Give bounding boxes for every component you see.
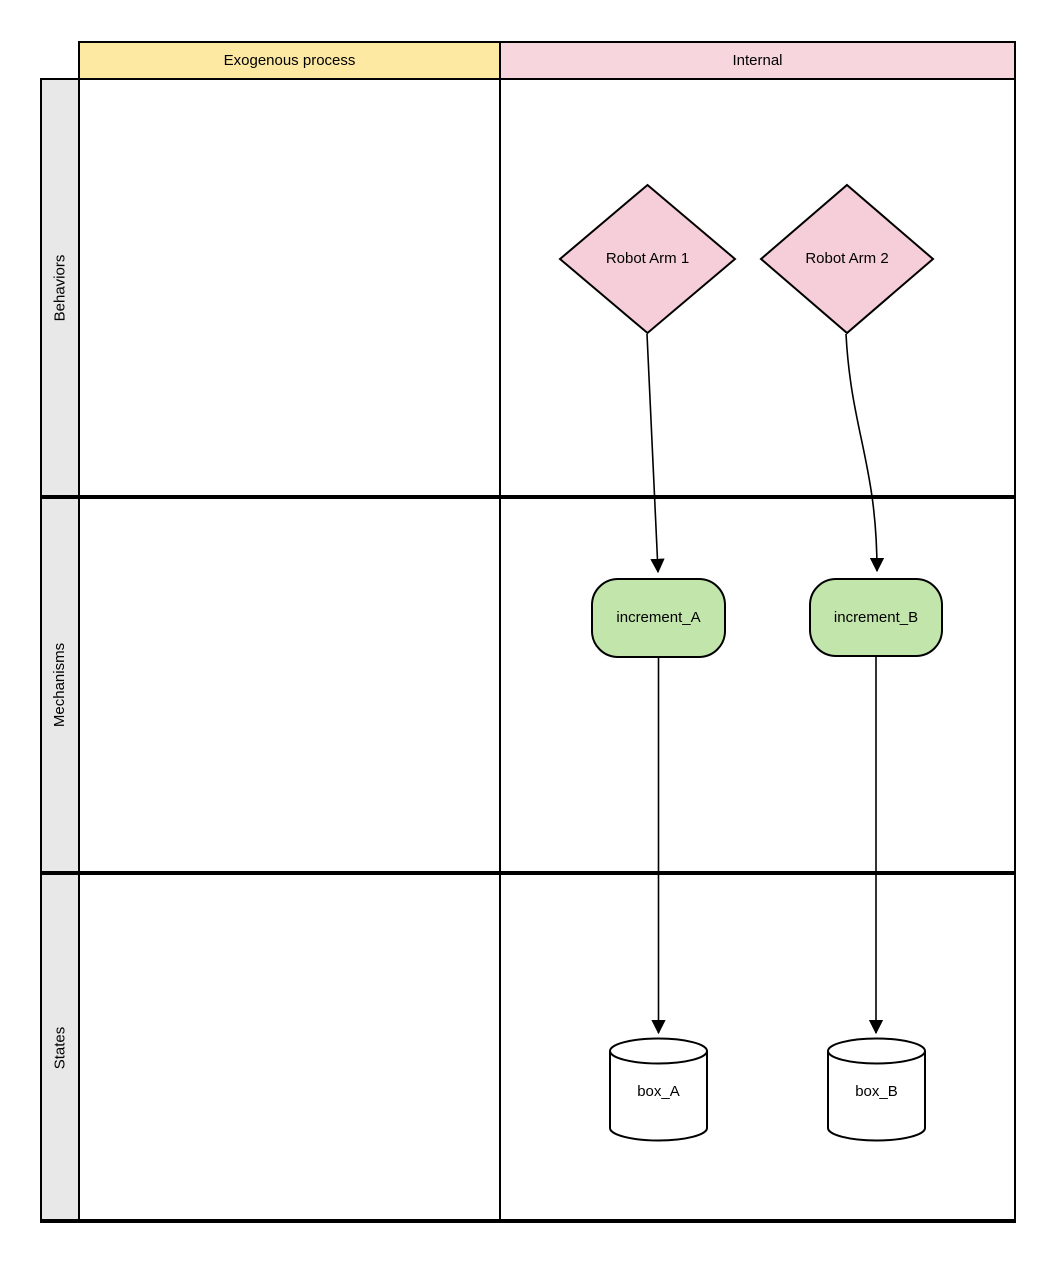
lane-divider-lines — [41, 495, 1015, 1223]
node-increment-b-shape — [809, 578, 943, 657]
node-increment-a-shape — [591, 578, 726, 658]
column-header-exogenous-bg — [78, 41, 501, 80]
cell-mechanisms-internal — [499, 496, 1016, 874]
cell-states-exogenous — [78, 872, 501, 1223]
column-header-cells — [78, 41, 1016, 80]
row-header-behaviors-bg — [40, 78, 80, 498]
swimlane-grid — [78, 78, 1016, 1223]
cell-states-internal — [499, 872, 1016, 1223]
edges — [646, 333, 885, 1035]
row-header-cells — [40, 78, 80, 1223]
cell-mechanisms-exogenous — [78, 496, 501, 874]
cell-behaviors-internal — [499, 78, 1016, 498]
row-header-states-bg — [40, 872, 80, 1223]
cell-behaviors-exogenous — [78, 78, 501, 498]
node-robot-arm-2-shape — [759, 183, 935, 335]
edge-robotarm2-incrementB — [845, 333, 885, 573]
node-robot-arm-1-shape — [558, 183, 737, 335]
column-header-internal-bg — [499, 41, 1016, 80]
node-box-b-shape — [827, 1037, 926, 1142]
row-header-mechanisms-bg — [40, 496, 80, 874]
edge-robotarm1-incrementA — [646, 333, 665, 574]
node-box-a-shape — [609, 1037, 708, 1142]
